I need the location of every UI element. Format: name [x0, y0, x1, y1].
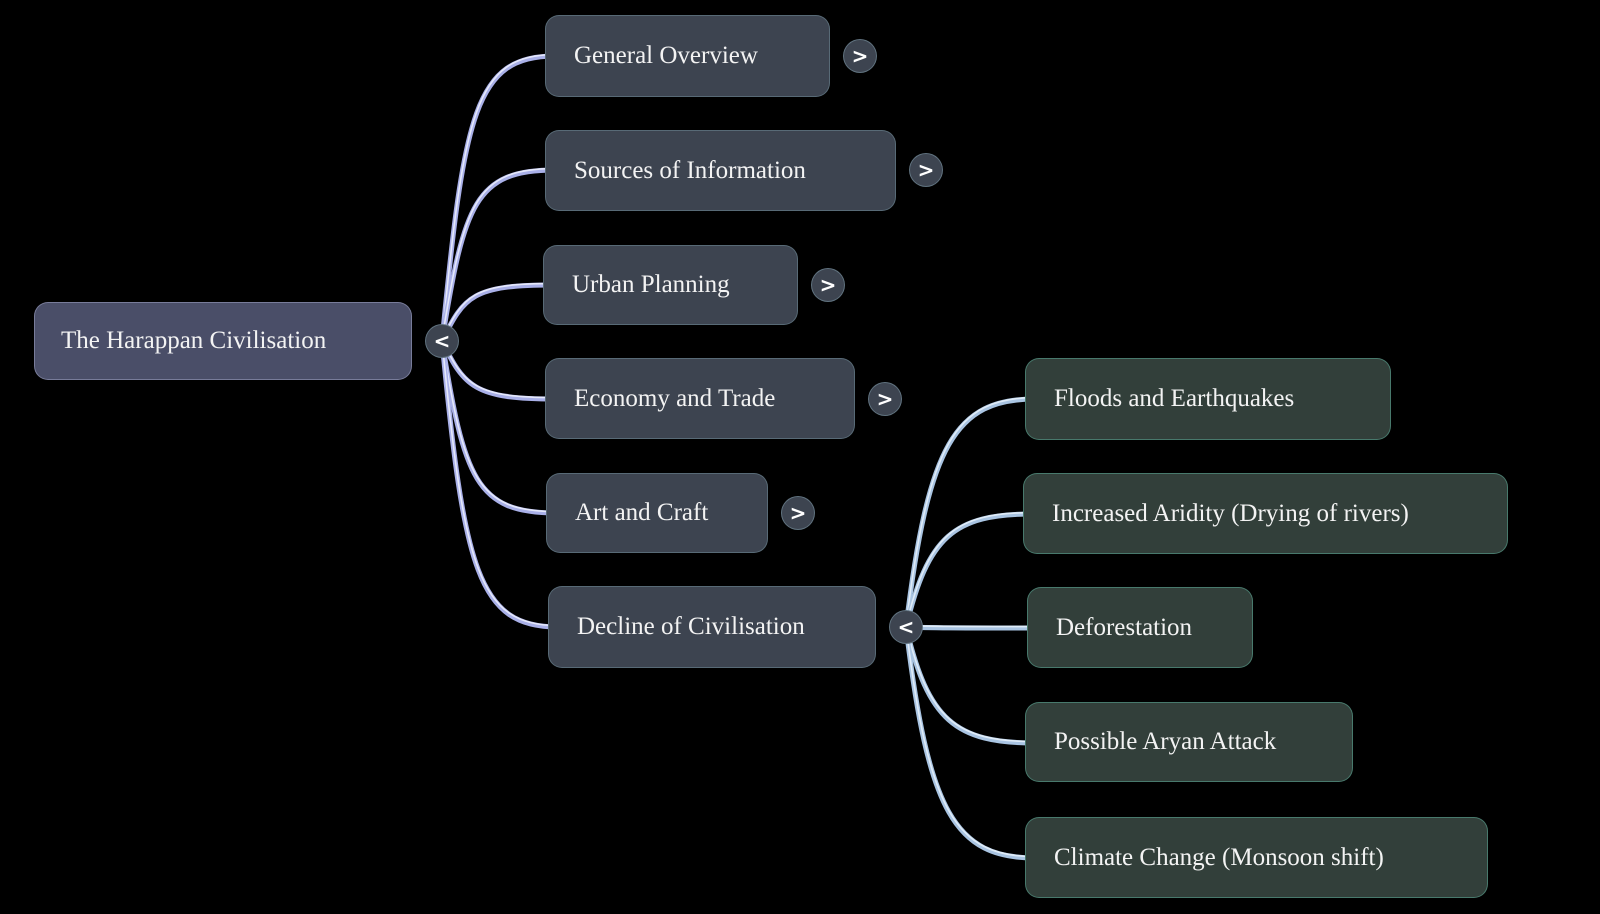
node-label: Sources of Information — [574, 156, 806, 184]
chevron-right-icon: > — [876, 387, 894, 411]
node-label: Urban Planning — [572, 271, 730, 298]
node-decline-of-civilisation[interactable]: Decline of Civilisation — [548, 586, 876, 668]
node-urban-planning[interactable]: Urban Planning — [543, 245, 798, 325]
toggle-sources-of-information-expand[interactable]: > — [909, 153, 943, 187]
chevron-right-icon: > — [819, 273, 837, 297]
node-increased-aridity[interactable]: Increased Aridity (Drying of rivers) — [1023, 473, 1508, 554]
toggle-urban-planning-expand[interactable]: > — [811, 268, 845, 302]
edge-decline-floods-and-earthquakes — [903, 396, 1038, 630]
node-label: Decline of Civilisation — [577, 613, 805, 640]
node-label: Deforestation — [1056, 613, 1193, 641]
node-possible-aryan-attack[interactable]: Possible Aryan Attack — [1025, 702, 1353, 782]
node-label: The Harappan Civilisation — [61, 327, 327, 354]
edge-decline-deforestation — [903, 624, 1040, 631]
node-label: Art and Craft — [575, 499, 709, 526]
chevron-right-icon: > — [917, 158, 935, 182]
node-root-harappan-civilisation[interactable]: The Harappan Civilisation — [34, 302, 412, 380]
node-label: Economy and Trade — [574, 384, 776, 412]
edge-root-urban-planning — [439, 282, 556, 344]
node-climate-change[interactable]: Climate Change (Monsoon shift) — [1025, 817, 1488, 898]
edge-root-sources-of-information — [439, 167, 558, 344]
node-label: Increased Aridity (Drying of rivers) — [1052, 499, 1409, 527]
toggle-decline-of-civilisation-collapse[interactable]: < — [889, 610, 923, 644]
node-deforestation[interactable]: Deforestation — [1027, 587, 1253, 668]
toggle-art-and-craft-expand[interactable]: > — [781, 496, 815, 530]
chevron-left-icon: < — [433, 329, 451, 353]
node-general-overview[interactable]: General Overview — [545, 15, 830, 97]
chevron-right-icon: > — [789, 501, 807, 525]
node-label: Climate Change (Monsoon shift) — [1054, 843, 1384, 871]
toggle-general-overview-expand[interactable]: > — [843, 39, 877, 73]
chevron-right-icon: > — [851, 44, 869, 68]
node-floods-and-earthquakes[interactable]: Floods and Earthquakes — [1025, 358, 1391, 440]
edge-root-decline-of-civilisation — [439, 338, 561, 630]
chevron-left-icon: < — [897, 615, 915, 639]
node-sources-of-information[interactable]: Sources of Information — [545, 130, 896, 211]
node-art-and-craft[interactable]: Art and Craft — [546, 473, 768, 553]
edge-decline-climate-change — [903, 624, 1038, 861]
node-label: Possible Aryan Attack — [1054, 728, 1277, 755]
node-label: Floods and Earthquakes — [1054, 385, 1295, 412]
toggle-economy-and-trade-expand[interactable]: > — [868, 382, 902, 416]
edge-decline-possible-aryan-attack — [903, 624, 1038, 746]
edge-root-art-and-craft — [439, 338, 559, 516]
node-economy-and-trade[interactable]: Economy and Trade — [545, 358, 855, 439]
edge-decline-increased-aridity — [903, 511, 1036, 630]
toggle-root-collapse[interactable]: < — [425, 324, 459, 358]
node-label: General Overview — [574, 42, 758, 69]
edge-root-general-overview — [439, 53, 558, 344]
edge-root-economy-and-trade — [439, 338, 558, 402]
